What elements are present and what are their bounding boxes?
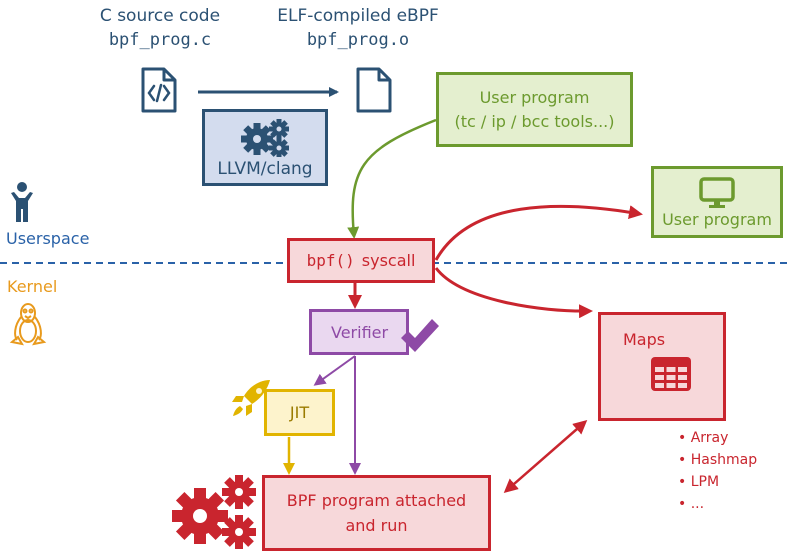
list-item: Array (678, 427, 757, 449)
user-program-loader-subtitle: (tc / ip / bcc tools...) (454, 111, 615, 131)
bpf-program-title: BPF program attached (286, 491, 467, 510)
syscall-code: bpf() (306, 251, 355, 270)
user-program-consumer-box: User program (651, 166, 783, 238)
syscall-to-user-arrow (434, 204, 643, 261)
list-item: LPM (678, 471, 757, 493)
code-file-icon (139, 66, 179, 114)
verifier-to-jit-arrow (313, 355, 356, 386)
verifier-label: Verifier (331, 322, 389, 342)
bpf-program-subtitle: and run (345, 516, 408, 535)
table-icon (651, 357, 691, 395)
bpf-program-box: BPF program attached and run (262, 475, 491, 551)
maps-box: Maps (598, 312, 726, 421)
userspace-label: Userspace (6, 229, 90, 248)
compiler-box: LLVM/clang (202, 109, 328, 186)
user-program-consumer-label: User program (662, 209, 772, 229)
list-item: Hashmap (678, 449, 757, 471)
compiler-label: LLVM/clang (217, 158, 313, 179)
compiled-filename: bpf_prog.o (306, 30, 410, 50)
person-icon (10, 181, 34, 223)
maps-program-arrow (503, 420, 588, 493)
monitor-icon (698, 176, 736, 210)
maps-label: Maps (623, 330, 666, 349)
source-title: C source code (99, 6, 221, 26)
user-program-loader-box: User program (tc / ip / bcc tools...) (436, 72, 633, 147)
compiled-title: ELF-compiled eBPF (277, 6, 439, 26)
verifier-box: Verifier (309, 309, 409, 355)
map-types-list: Array Hashmap LPM ... (678, 427, 757, 515)
jit-label: JIT (289, 403, 310, 422)
syscall-text: syscall (361, 251, 416, 270)
user-program-loader-title: User program (479, 87, 590, 107)
source-filename: bpf_prog.c (108, 30, 212, 50)
checkmark-icon (398, 316, 440, 356)
syscall-to-maps-arrow (434, 267, 593, 319)
rocket-icon (230, 378, 274, 418)
jit-box: JIT (264, 389, 335, 436)
gears-icon (237, 117, 293, 158)
list-item: ... (678, 493, 757, 515)
tux-icon (8, 302, 48, 348)
file-icon (354, 66, 394, 114)
load-arrow (347, 118, 437, 239)
gears-icon (166, 470, 262, 554)
kernel-label: Kernel (7, 277, 58, 296)
syscall-box: bpf() syscall (287, 238, 435, 283)
